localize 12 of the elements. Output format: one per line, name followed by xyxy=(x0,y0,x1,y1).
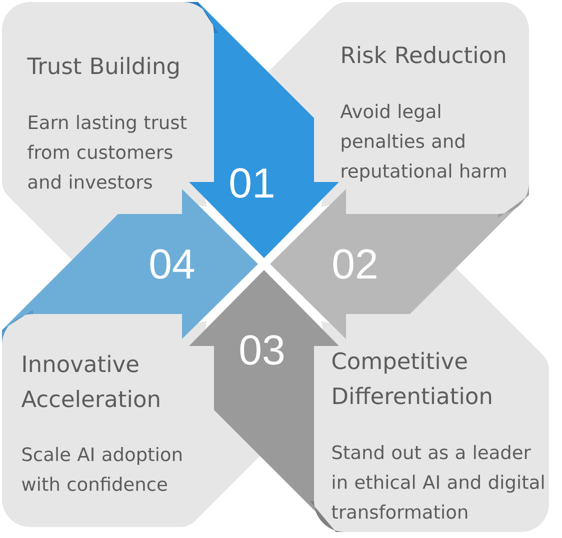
card-text: Scale AI adoption with confidence xyxy=(22,446,182,492)
step-number: 03 xyxy=(240,335,284,365)
card-text: Avoid legal penalties and reputational harm xyxy=(340,104,506,182)
step-number: 04 xyxy=(150,249,194,279)
card-title: Risk Reduction xyxy=(342,46,505,64)
card-text: Stand out as a leader in ethical AI and digital transformation xyxy=(332,444,544,519)
card-title: Competitive Differentiation xyxy=(332,352,492,404)
card-title: Trust Building xyxy=(27,56,178,79)
card-title: Innovative Acceleration xyxy=(21,354,160,408)
step-number: 01 xyxy=(230,168,274,198)
card-text: Earn lasting trust from customers and investors xyxy=(28,114,187,189)
step-number: 02 xyxy=(333,249,376,279)
